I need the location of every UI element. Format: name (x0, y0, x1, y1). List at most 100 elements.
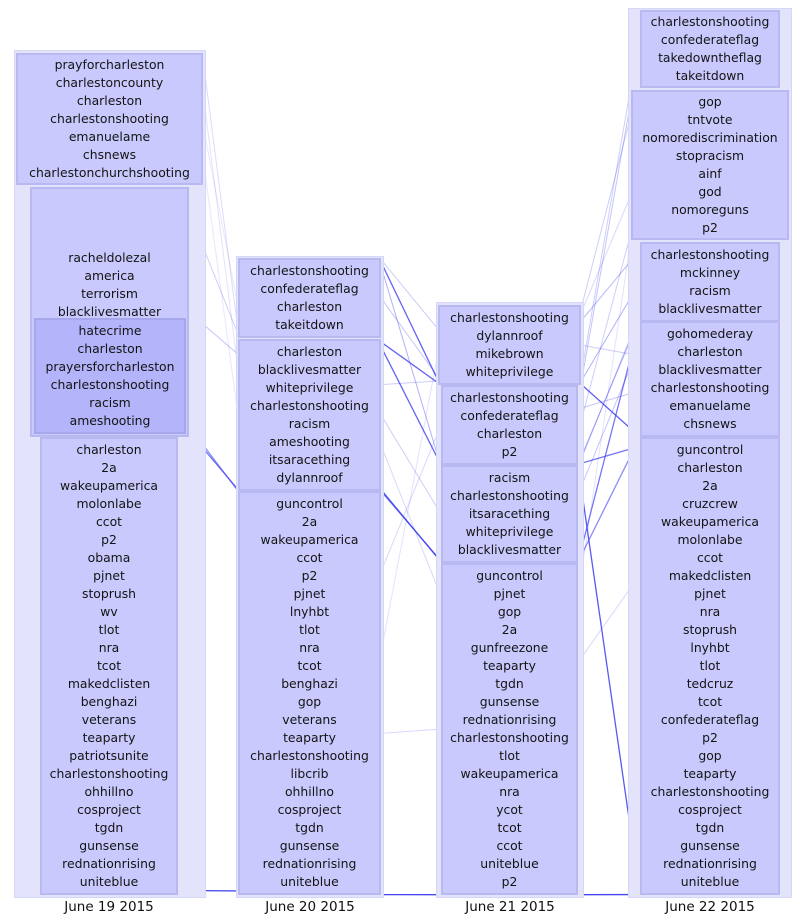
cluster-term: tcot (497, 820, 522, 835)
cluster-link (202, 92, 239, 370)
cluster-term: itsaracething (268, 452, 351, 467)
cluster-term: charlestonshooting (650, 247, 770, 262)
cluster-term: uniteblue (680, 874, 740, 889)
cluster-term: cosproject (77, 802, 141, 817)
cluster-term: rednationrising (663, 856, 757, 871)
cluster-term: gunsense (279, 838, 340, 853)
cluster-term: blacklivesmatter (658, 301, 762, 316)
cluster-term: itsaracething (468, 506, 551, 521)
cluster-term: charleston (276, 299, 343, 314)
cluster-term: charlestonshooting (49, 766, 169, 781)
cluster-term: 2a (501, 622, 518, 637)
cluster-term: emanuelame (68, 129, 151, 144)
cluster-term: tedcruz (686, 676, 734, 691)
cluster-term: nra (699, 604, 721, 619)
cluster-term: confederateflag (260, 281, 359, 296)
cluster-link (380, 414, 442, 515)
cluster-term: wakeupamerica (460, 766, 559, 781)
cluster-term: blacklivesmatter (257, 362, 362, 377)
cluster-term: p2 (101, 532, 117, 547)
cluster-term: nra (98, 640, 120, 655)
cluster-term: takeitdown (275, 317, 344, 332)
cluster-term: tlot (299, 622, 320, 637)
cluster-term: ohhillno (84, 784, 134, 799)
cluster-term: p2 (702, 730, 718, 745)
cluster-term: confederateflag (660, 32, 760, 47)
date-label-june-21: June 21 2015 (465, 899, 555, 915)
cluster-term: p2 (702, 220, 718, 235)
cluster-term: cosproject (678, 802, 742, 817)
cluster-term: gop (698, 748, 722, 763)
cluster-term: p2 (501, 444, 518, 459)
cluster-term: dylannroof (276, 470, 343, 485)
cluster-term: dylannroof (476, 328, 543, 343)
cluster-term: pjnet (694, 586, 726, 601)
cluster-term: nra (499, 784, 520, 799)
cluster-term: ccot (696, 550, 724, 565)
cluster-term: god (698, 184, 722, 199)
cluster-term: lnyhbt (690, 640, 730, 655)
cluster-term: racism (288, 416, 331, 431)
cluster-term: gohomederay (666, 326, 754, 341)
cluster-term: gop (698, 94, 722, 109)
cluster-term: charlestonshooting (250, 748, 369, 763)
cluster-term: rednationrising (62, 856, 156, 871)
cluster-term: wv (100, 604, 118, 619)
cluster-term: guncontrol (276, 496, 343, 511)
cluster-term: ccot (296, 550, 323, 565)
cluster-term: gop (497, 604, 522, 619)
cluster-term: charlestonshooting (650, 784, 770, 799)
cluster-term: charlestonshooting (450, 310, 569, 325)
cluster-link (580, 194, 632, 314)
cluster-term: 2a (101, 460, 117, 475)
cluster-term: tgdn (94, 820, 124, 835)
cluster-term: tcot (96, 658, 122, 673)
cluster-term: rednationrising (462, 712, 557, 727)
cluster-term: guncontrol (476, 568, 543, 583)
cluster-term: gunfreezone (470, 640, 549, 655)
cluster-term: guncontrol (676, 442, 744, 457)
cluster-term: charlestonshooting (450, 730, 569, 745)
cluster-term: charlestonshooting (50, 377, 170, 392)
cluster-term: takedowntheflag (658, 50, 762, 65)
cluster-term: charleston (276, 344, 343, 359)
cluster-term: 2a (702, 478, 718, 493)
cluster-link (380, 261, 442, 387)
cluster-term: makedclisten (67, 676, 151, 691)
date-label-june-19: June 19 2015 (64, 899, 154, 915)
cluster-term: ccot (95, 514, 123, 529)
cluster-term: whiteprivilege (465, 524, 554, 539)
cluster-term: ohhillno (284, 784, 335, 799)
cluster-term: tlot (499, 748, 520, 763)
cluster-term: tntvote (687, 112, 733, 127)
cluster-term: benghazi (80, 694, 138, 709)
cluster-term: gunsense (680, 838, 740, 853)
cluster-term: cosproject (277, 802, 342, 817)
cluster-term: wakeupamerica (660, 514, 760, 529)
cluster-term: whiteprivilege (465, 364, 554, 379)
cluster-link (380, 380, 439, 386)
cluster-term: terrorism (81, 286, 138, 301)
cluster-term: racism (689, 283, 731, 298)
cluster-term: teaparty (683, 766, 737, 781)
cluster-link (380, 424, 442, 572)
cluster-term: charleston (476, 426, 543, 441)
cluster-link (577, 232, 632, 434)
cluster-term: wakeupamerica (59, 478, 159, 493)
cluster-term: blacklivesmatter (457, 542, 562, 557)
cluster-link (380, 341, 442, 386)
cluster-term: ccot (496, 838, 523, 853)
cluster-term: mckinney (679, 265, 741, 280)
date-label-june-20: June 20 2015 (265, 899, 355, 915)
cluster-term: charlestonshooting (50, 111, 169, 126)
cluster-term: teaparty (483, 658, 536, 673)
